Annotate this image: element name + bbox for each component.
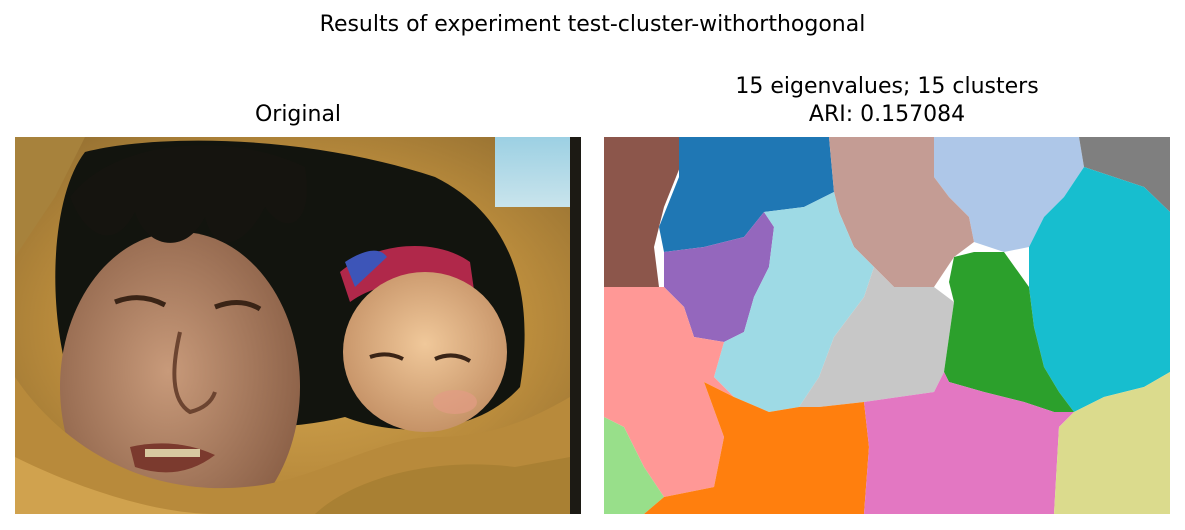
original-photo-image: [15, 137, 581, 514]
cluster-region: [799, 267, 954, 407]
cluster-region: [604, 287, 734, 497]
segmentation-map-image: [604, 137, 1170, 514]
figure-suptitle: Results of experiment test-cluster-witho…: [319, 12, 866, 37]
segmentation-ari-line: ARI: 0.157084: [808, 102, 966, 127]
original-panel-title: Original: [254, 102, 342, 127]
original-photo: [15, 137, 581, 514]
cluster-region: [604, 417, 664, 514]
cluster-region: [864, 372, 1074, 514]
cluster-region: [664, 212, 774, 342]
cluster-region: [604, 137, 684, 287]
segmentation-map: [604, 137, 1170, 514]
cluster-region: [644, 382, 869, 514]
cluster-region: [1029, 167, 1170, 412]
cluster-region: [714, 192, 874, 412]
cluster-region: [944, 252, 1074, 412]
segmentation-title-line1: 15 eigenvalues; 15 clusters: [735, 74, 1039, 99]
cluster-region: [934, 137, 1084, 252]
cluster-region: [1054, 372, 1170, 514]
cluster-region: [829, 137, 974, 287]
cluster-region: [1079, 137, 1170, 212]
cluster-region: [659, 137, 834, 252]
segmentation-panel-title: 15 eigenvalues; 15 clusters ARI: 0.15708…: [604, 73, 1170, 129]
